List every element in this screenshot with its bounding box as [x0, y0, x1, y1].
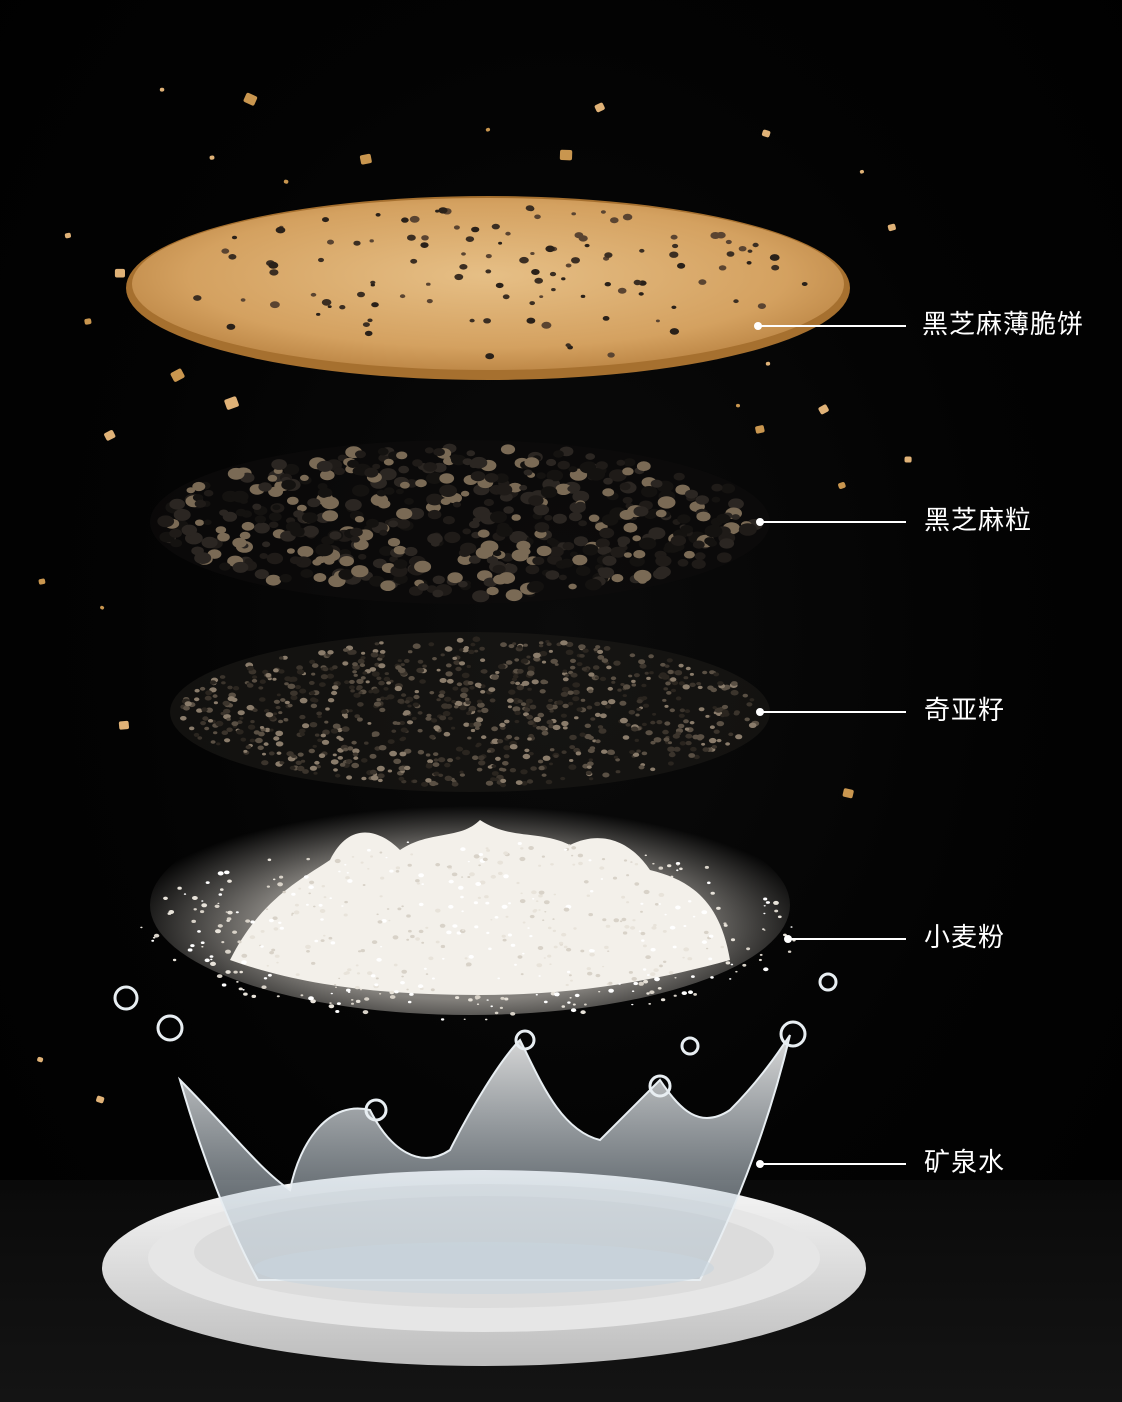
label-flour-line — [788, 938, 906, 940]
label-sesame-line — [760, 521, 906, 523]
flying-crumbs — [37, 87, 912, 1104]
water-splash — [113, 972, 838, 1294]
label-chia-line — [760, 711, 906, 713]
sesame-cracker — [126, 196, 850, 380]
wheat-flour-pile — [140, 795, 796, 1021]
label-sesame-text: 黑芝麻粒 — [924, 506, 1033, 536]
label-cracker-text: 黑芝麻薄脆饼 — [922, 310, 1085, 340]
label-chia-text: 奇亚籽 — [924, 696, 1006, 726]
chia-seed-layer — [170, 632, 770, 792]
label-water-text: 矿泉水 — [924, 1148, 1006, 1178]
label-cracker-line — [758, 325, 906, 327]
black-sesame-layer — [150, 440, 770, 604]
label-water-line — [760, 1163, 906, 1165]
label-flour-text: 小麦粉 — [924, 923, 1006, 953]
